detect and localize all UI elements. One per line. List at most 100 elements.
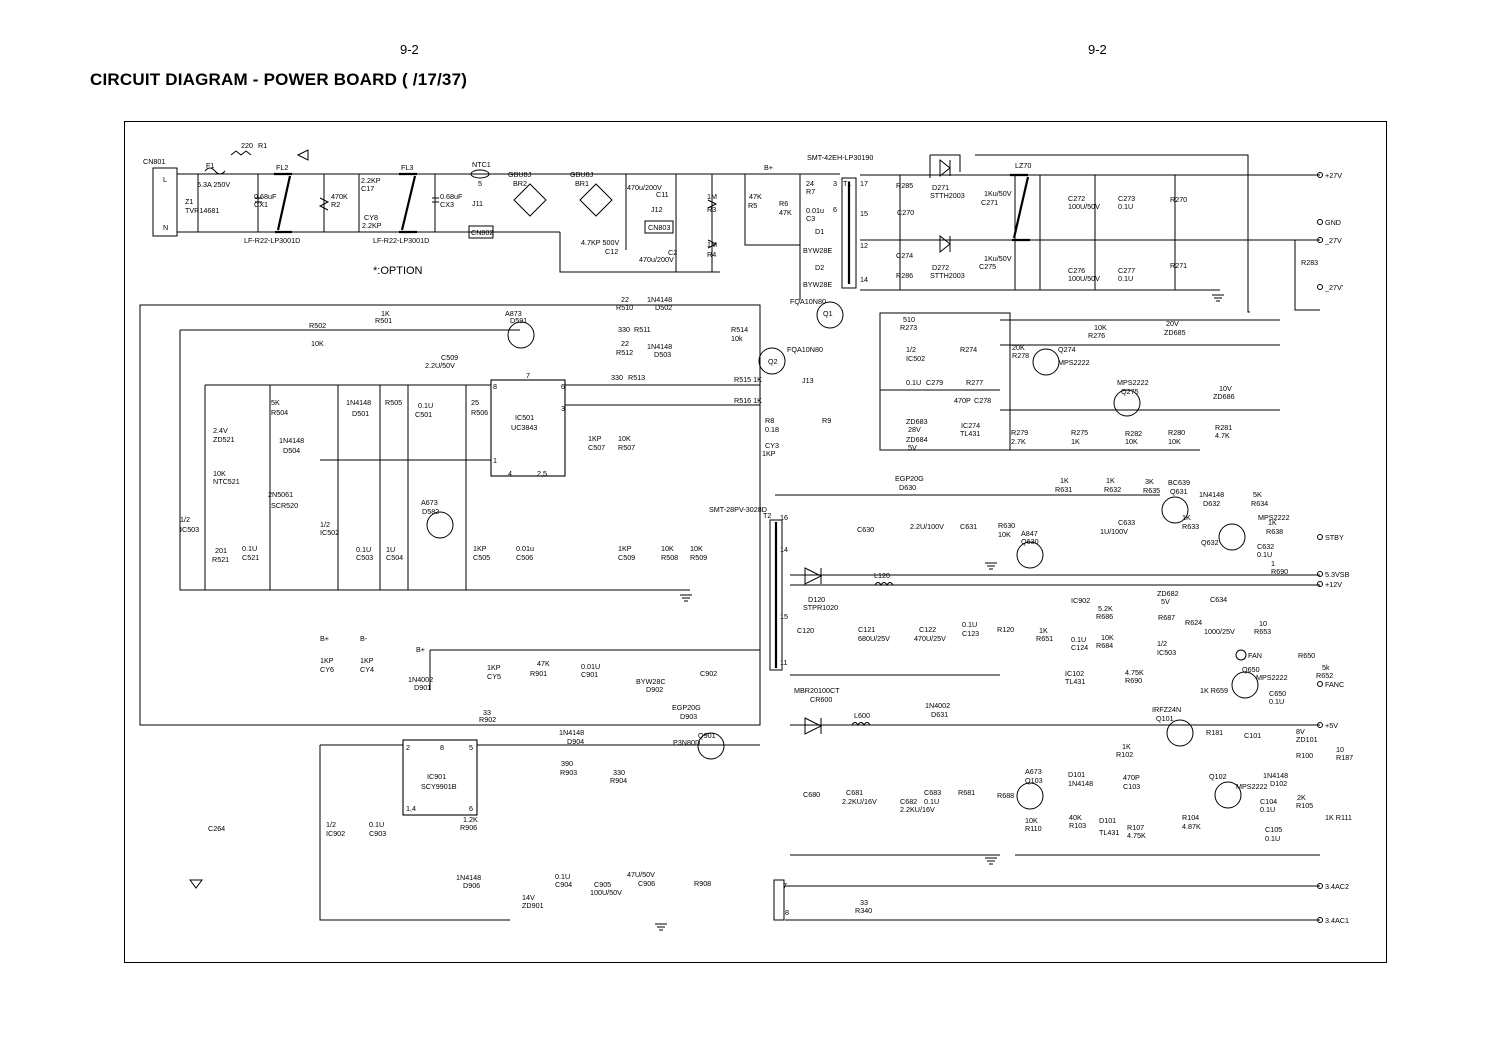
svg-text:R282: R282 (1125, 429, 1142, 438)
svg-text:20K: 20K (1012, 343, 1025, 352)
svg-text:R120: R120 (997, 625, 1014, 634)
out-34ac1-label: 3.4AC1 (1325, 916, 1349, 925)
svg-text:470U/25V: 470U/25V (914, 634, 946, 643)
transformer-t2 (769, 519, 783, 671)
svg-text:IRFZ24N: IRFZ24N (1152, 705, 1181, 714)
svg-text:EGP20G: EGP20G (672, 703, 701, 712)
svg-text:100U/50V: 100U/50V (1068, 202, 1100, 211)
svg-text:2: 2 (406, 743, 410, 752)
svg-text:C273: C273 (1118, 194, 1135, 203)
svg-text:R7: R7 (806, 187, 815, 196)
svg-text:17: 17 (860, 179, 868, 188)
svg-text:FAN: FAN (1248, 651, 1262, 660)
mosfet-q1 (816, 301, 844, 329)
svg-text:33: 33 (860, 898, 868, 907)
svg-text:D903: D903 (680, 712, 697, 721)
cn802-connector (468, 225, 494, 239)
svg-text:1K: 1K (1060, 476, 1069, 485)
svg-text:R273: R273 (900, 323, 917, 332)
svg-text:Q2: Q2 (768, 357, 778, 366)
svg-text:10V: 10V (1219, 384, 1232, 393)
svg-text:330: 330 (618, 325, 630, 334)
svg-text:R624: R624 (1185, 618, 1202, 627)
ic901-part: SCY9901B (421, 782, 457, 791)
svg-text:330: 330 (613, 768, 625, 777)
out-fanc-label: FANC (1325, 680, 1344, 689)
cn803-connector (644, 220, 674, 234)
out-stby-label: STBY (1325, 533, 1344, 542)
svg-text:C683: C683 (924, 788, 941, 797)
terminal-27v-c (1317, 284, 1323, 290)
svg-text:2.2KP: 2.2KP (361, 176, 381, 185)
svg-text:0.01U: 0.01U (581, 662, 600, 671)
transformer-t1 (841, 177, 857, 289)
svg-text:R9: R9 (822, 416, 831, 425)
svg-text:0.18: 0.18 (765, 425, 779, 434)
svg-text:R100: R100 (1296, 751, 1313, 760)
svg-text:C505: C505 (473, 553, 490, 562)
svg-text:10K: 10K (311, 339, 324, 348)
svg-text:R110: R110 (1025, 824, 1042, 833)
svg-text:R513: R513 (628, 373, 645, 382)
svg-text:R286: R286 (896, 271, 913, 280)
svg-text:1N4002: 1N4002 (925, 701, 950, 710)
svg-text:C503: C503 (356, 553, 373, 562)
svg-text:6: 6 (561, 382, 565, 391)
svg-text:5K: 5K (271, 398, 280, 407)
svg-text:470K: 470K (331, 192, 348, 201)
svg-text:C903: C903 (369, 829, 386, 838)
svg-text:C271: C271 (981, 198, 998, 207)
svg-text:R684: R684 (1096, 641, 1113, 650)
svg-text:STTH2003: STTH2003 (930, 271, 965, 280)
svg-text:C120: C120 (797, 626, 814, 635)
svg-text:1/2: 1/2 (906, 345, 916, 354)
svg-text:6: 6 (469, 804, 473, 813)
svg-text:Q274: Q274 (1058, 345, 1076, 354)
bridge-br1 (579, 183, 613, 217)
svg-text:R511: R511 (634, 325, 651, 334)
svg-text:D101: D101 (1099, 816, 1116, 825)
svg-text:14V: 14V (522, 893, 535, 902)
svg-text:J12: J12 (651, 205, 663, 214)
svg-text:C124: C124 (1071, 643, 1088, 652)
svg-text:1K: 1K (1182, 513, 1191, 522)
svg-text:4.7KP 500V: 4.7KP 500V (581, 238, 619, 247)
ic501-part: UC3843 (511, 423, 537, 432)
svg-text:C682: C682 (900, 797, 917, 806)
svg-text:R635: R635 (1143, 486, 1160, 495)
svg-text:P3N80D: P3N80D (673, 738, 700, 747)
svg-text:10K: 10K (998, 530, 1011, 539)
svg-text:10K: 10K (1101, 633, 1114, 642)
svg-text:R279: R279 (1011, 428, 1028, 437)
svg-text:A847: A847 (1021, 529, 1038, 538)
svg-text:CY4: CY4 (360, 665, 374, 674)
cn803-label: CN803 (648, 223, 670, 232)
svg-text:1KP: 1KP (360, 656, 374, 665)
svg-text:0.01u: 0.01u (516, 544, 534, 553)
svg-text:D501: D501 (352, 409, 369, 418)
svg-text:1N4148: 1N4148 (279, 436, 304, 445)
svg-text:1M: 1M (707, 192, 717, 201)
svg-text:0.1U: 0.1U (924, 797, 939, 806)
svg-text:1K R659: 1K R659 (1200, 686, 1228, 695)
terminal-gnd (1317, 219, 1323, 225)
svg-text:1000/25V: 1000/25V (1204, 627, 1235, 636)
svg-text:R901: R901 (530, 669, 547, 678)
svg-text:C272: C272 (1068, 194, 1085, 203)
svg-text:C274: C274 (896, 251, 913, 260)
svg-text:C276: C276 (1068, 266, 1085, 275)
svg-text:1U: 1U (386, 545, 395, 554)
schematic-frame (124, 121, 1387, 963)
svg-text:A873: A873 (505, 309, 522, 318)
svg-text:4.75K: 4.75K (1125, 668, 1144, 677)
svg-text:10K: 10K (1168, 437, 1181, 446)
svg-text:1/2: 1/2 (1157, 639, 1167, 648)
svg-text:R104: R104 (1182, 813, 1199, 822)
svg-text:0.1U: 0.1U (906, 378, 921, 387)
svg-text:0.01u: 0.01u (806, 206, 824, 215)
svg-text:R690: R690 (1271, 567, 1288, 576)
ic501-ref: IC501 (515, 413, 534, 422)
svg-text:201: 201 (215, 546, 227, 555)
